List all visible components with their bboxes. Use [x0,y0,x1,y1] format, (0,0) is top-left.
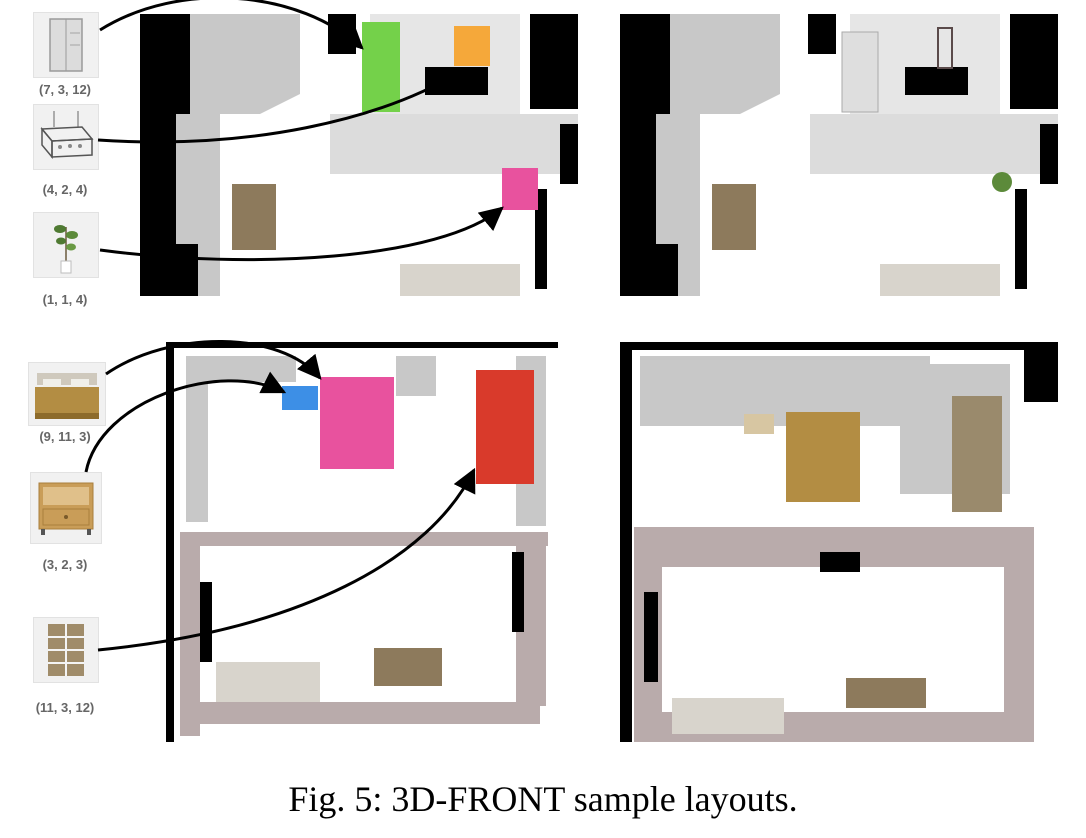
wardrobe-model [841,31,879,113]
potted-plant-thumbnail [33,212,99,278]
bookshelf-icon [48,624,84,676]
top-right-floorplan [620,14,1058,296]
nightstand-model [744,414,774,434]
top-left-layout-panel [140,14,578,296]
double-bed-dims: (9, 11, 3) [39,429,91,444]
figure-caption: Fig. 5: 3D-FRONT sample layouts. [288,779,798,819]
bed-icon [35,373,99,419]
pendant-lamp-dims: (4, 2, 4) [42,182,88,197]
bookshelf-dims: (11, 3, 12) [35,700,95,715]
wardrobe-icon [49,18,83,72]
lamp-model [937,27,953,69]
nightstand-thumbnail [30,472,102,544]
bottom-right-floorplan [620,342,1058,742]
plant-marker [502,168,538,210]
bottom-right-layout-panel [620,342,1058,742]
plant-model [992,172,1012,192]
top-right-layout-panel [620,14,1058,296]
top-left-floorplan [140,14,578,296]
nightstand-dims: (3, 2, 3) [42,557,88,572]
pendant-lamp-thumbnail [33,104,99,170]
wardrobe-thumbnail [33,12,99,78]
bookshelf-model [952,396,1002,512]
double-bed-thumbnail [28,362,106,426]
lamp-marker [454,26,490,66]
potted-plant-dims: (1, 1, 4) [42,292,88,307]
bottom-left-floorplan [166,342,558,742]
chandelier-icon [40,111,94,160]
bookshelf-marker [476,370,534,484]
nightstand-icon [38,482,94,535]
bottom-left-layout-panel [166,342,558,742]
bookshelf-thumbnail [33,617,99,683]
wardrobe-dims: (7, 3, 12) [38,82,92,97]
wardrobe-marker [362,22,400,112]
bed-marker [320,377,394,469]
bed-model [786,412,860,502]
nightstand-marker [282,386,318,410]
plant-icon [54,225,78,274]
